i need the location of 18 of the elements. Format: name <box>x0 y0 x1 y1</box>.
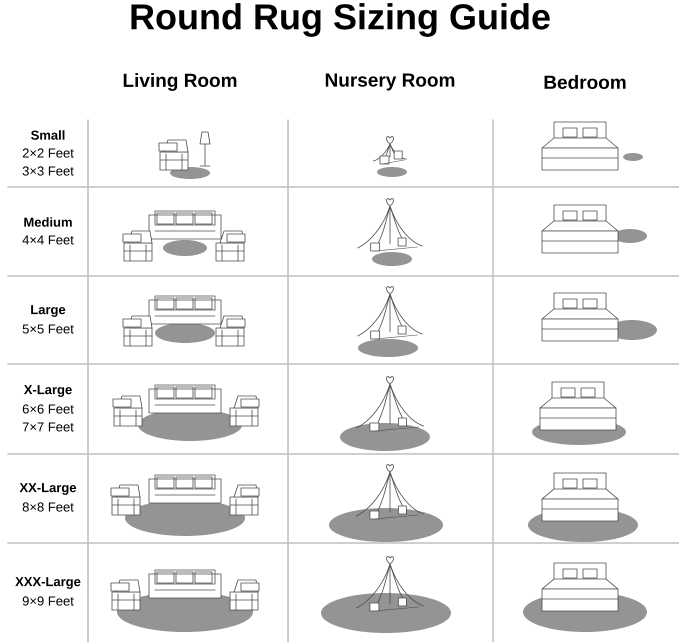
size-name: XX-Large <box>20 483 76 495</box>
size-name: X-Large <box>24 385 72 397</box>
size-name: Medium <box>24 217 72 227</box>
size-dimensions: 2×2 Feet <box>22 148 74 158</box>
size-dimensions: 3×3 Feet <box>22 166 74 176</box>
column-header: Bedroom <box>544 75 626 89</box>
column-header: Living Room <box>124 73 236 91</box>
size-dimensions: 7×7 Feet <box>22 422 74 432</box>
size-dimensions: 5×5 Feet <box>22 324 74 334</box>
size-name: XXX-Large <box>15 577 80 589</box>
size-name: Large <box>31 305 66 317</box>
size-dimensions: 6×6 Feet <box>22 404 74 414</box>
title: Round Rug Sizing Guide <box>131 3 550 37</box>
column-header: Nursery Room <box>326 74 454 90</box>
size-dimensions: 8×8 Feet <box>22 502 74 512</box>
size-dimensions: 9×9 Feet <box>22 596 74 606</box>
size-name: Small <box>31 130 64 140</box>
size-dimensions: 4×4 Feet <box>22 235 74 245</box>
